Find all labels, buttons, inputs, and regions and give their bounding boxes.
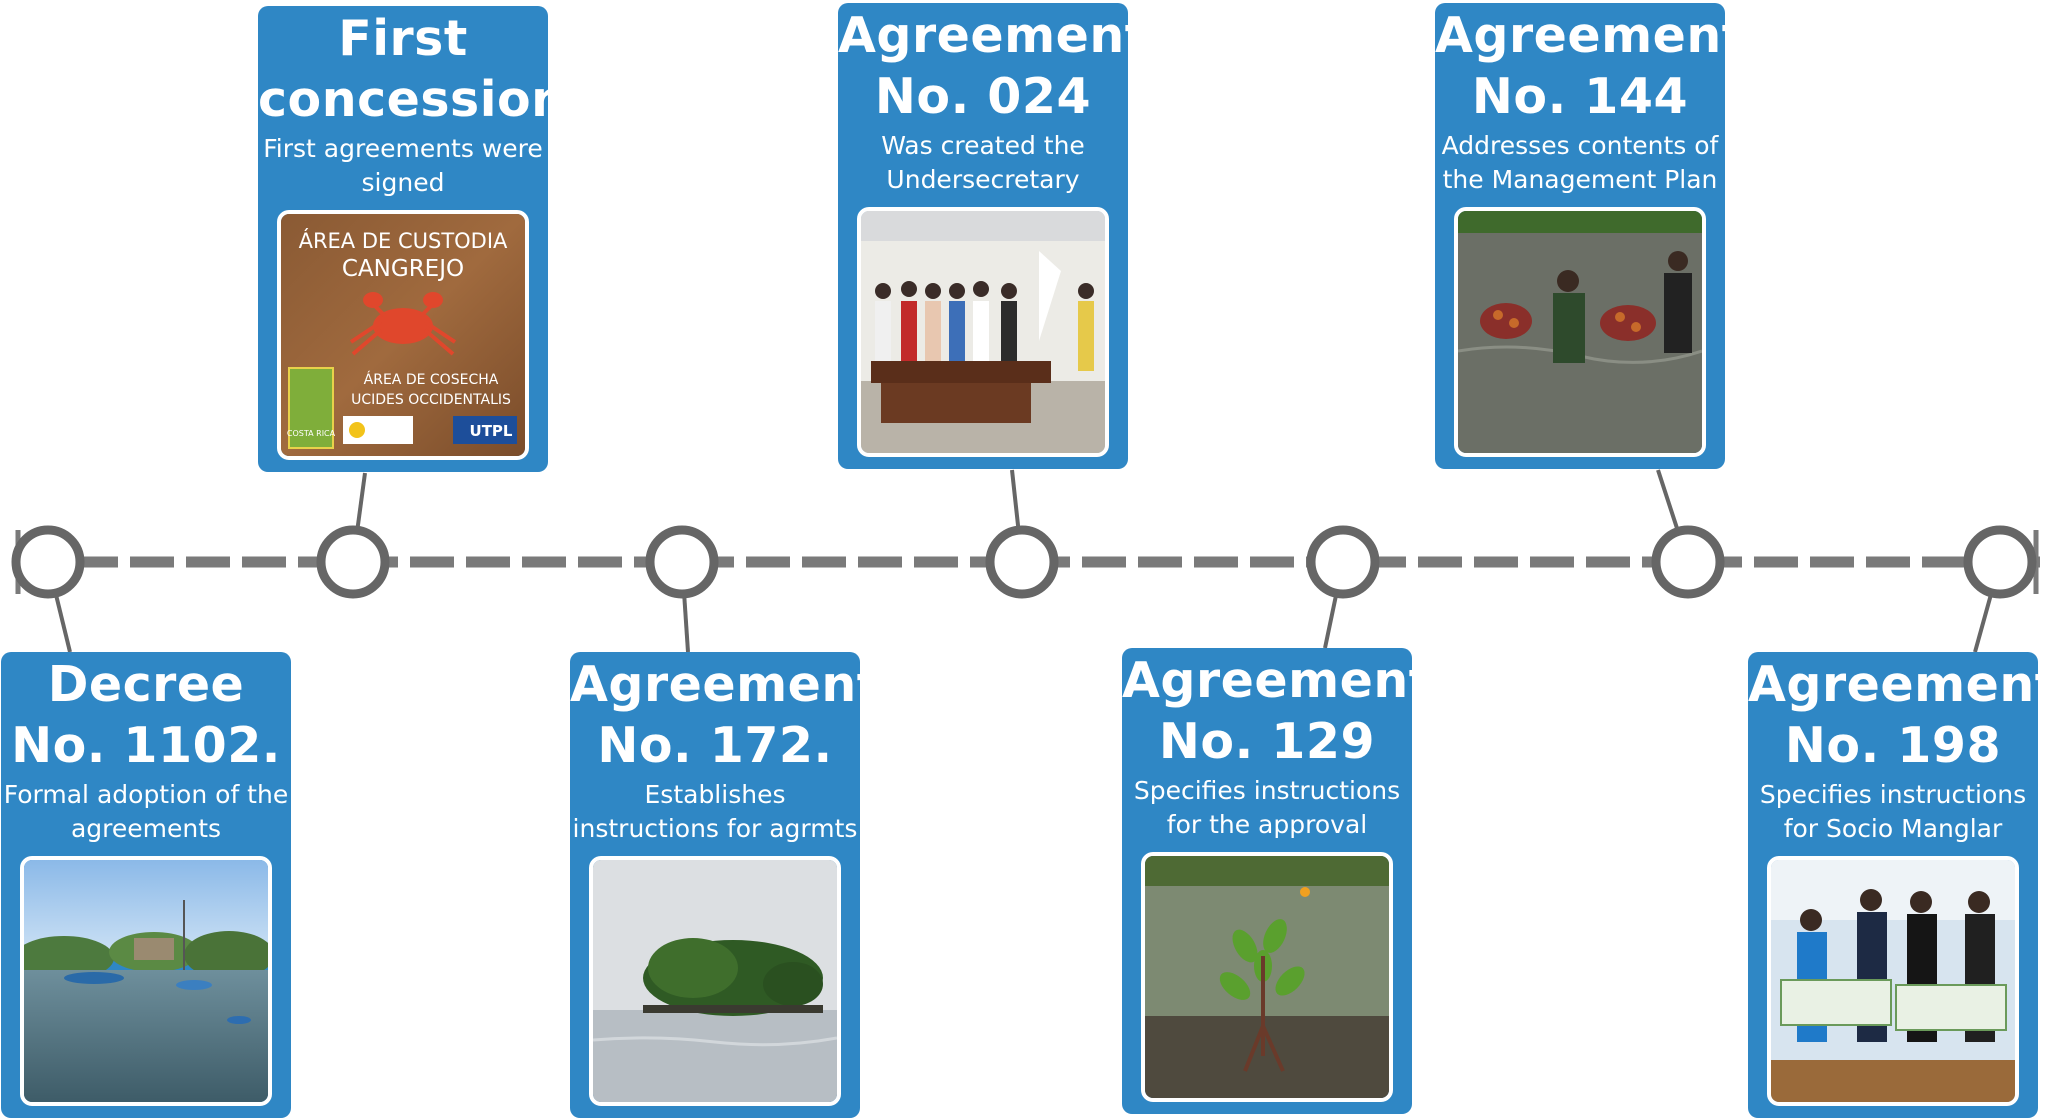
milestone-photo-mangrove-seedling: [1141, 852, 1393, 1102]
timeline-node-7: [1963, 525, 2037, 599]
milestone-photo-custody-sign: ÁREA DE CUSTODIA CANGREJO COSTA RICA ÁRE…: [277, 210, 529, 460]
milestone-card-agreement-198: Agreement No. 198 Specifies instructions…: [1748, 652, 2050, 1118]
sign-line-2: CANGREJO: [342, 256, 464, 282]
milestone-description: Specifies instructions for the approval: [1133, 776, 1401, 839]
milestone-title: Agreement No. 024: [838, 7, 1149, 125]
logo-utpl: UTPL: [470, 422, 513, 440]
logo-costa-rica: COSTA RICA: [287, 429, 336, 438]
milestone-description: Formal adoption of the agreements: [3, 780, 289, 843]
milestone-photo-crab-harvest: [1454, 207, 1706, 457]
milestone-photo-signing-group: [857, 207, 1109, 457]
milestone-description: Addresses contents of the Management Pla…: [1441, 131, 1719, 194]
timeline-node-4: [985, 525, 1059, 599]
milestone-title: Decree No. 1102.: [11, 656, 281, 774]
timeline-node-3: [645, 525, 719, 599]
timeline-node-1: [11, 525, 85, 599]
seedling-icon: [1219, 919, 1305, 1000]
milestone-photo-mangrove-island: [589, 856, 841, 1106]
milestone-title: Agreement No. 172.: [570, 656, 881, 774]
milestone-title: Agreement No. 129: [1122, 652, 1433, 770]
milestone-description: Was created the Undersecretary: [881, 131, 1085, 194]
milestone-description: First agreements were signed: [263, 134, 543, 197]
sign-line-3: ÁREA DE COSECHA: [364, 371, 499, 388]
milestone-card-agreement-024: Agreement No. 024 Was created the Unders…: [838, 3, 1149, 469]
crab-icon: [349, 292, 457, 356]
sign-line-4: UCIDES OCCIDENTALIS: [351, 392, 511, 408]
milestone-photo-check-presentation: [1767, 856, 2019, 1106]
sign-line-1: ÁREA DE CUSTODIA: [299, 228, 508, 253]
milestone-card-decree-1102: Decree No. 1102. Formal adoption of the …: [1, 652, 291, 1118]
milestone-photo-waterfront: [20, 856, 272, 1106]
milestone-title: First concessions: [258, 10, 597, 128]
milestone-card-agreement-172: Agreement No. 172. Establishes instructi…: [570, 652, 881, 1118]
milestone-description: Establishes instructions for agrmts: [572, 780, 858, 843]
milestone-card-first-concessions: First concessions First agreements were …: [258, 6, 597, 472]
milestone-card-agreement-129: Agreement No. 129 Specifies instructions…: [1122, 648, 1433, 1114]
milestone-title: Agreement No. 144: [1435, 7, 1746, 125]
timeline-node-6: [1651, 525, 1725, 599]
timeline-node-2: [316, 525, 390, 599]
milestone-title: Agreement No. 198: [1748, 656, 2050, 774]
milestone-description: Specifies instructions for Socio Manglar: [1759, 780, 2027, 843]
milestone-card-agreement-144: Agreement No. 144 Addresses contents of …: [1435, 3, 1746, 469]
timeline-node-5: [1306, 525, 1380, 599]
